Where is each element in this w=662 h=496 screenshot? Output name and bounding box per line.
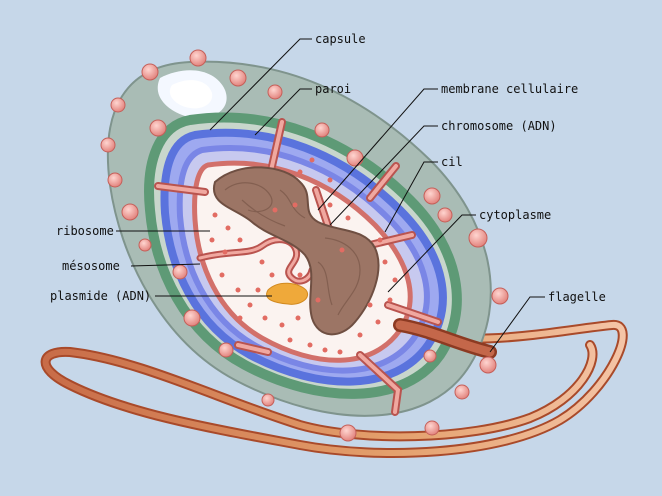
label-capsule: capsule — [315, 32, 366, 46]
label-membrane: membrane cellulaire — [441, 82, 578, 96]
chromosome — [212, 166, 380, 336]
label-flagelle: flagelle — [548, 290, 606, 304]
plasmid — [266, 282, 308, 305]
flagellum — [40, 320, 628, 458]
label-ribosome: ribosome — [56, 224, 114, 238]
label-paroi: paroi — [315, 82, 351, 96]
ribosomes — [209, 157, 398, 355]
label-chromosome: chromosome (ADN) — [441, 119, 557, 133]
leader-lines — [116, 38, 545, 353]
label-plasmide: plasmide (ADN) — [50, 289, 151, 303]
capsule-bumps — [100, 49, 509, 442]
label-cil: cil — [441, 155, 463, 169]
label-cytoplasme: cytoplasme — [479, 208, 551, 222]
label-mesosome: mésosome — [62, 259, 120, 273]
